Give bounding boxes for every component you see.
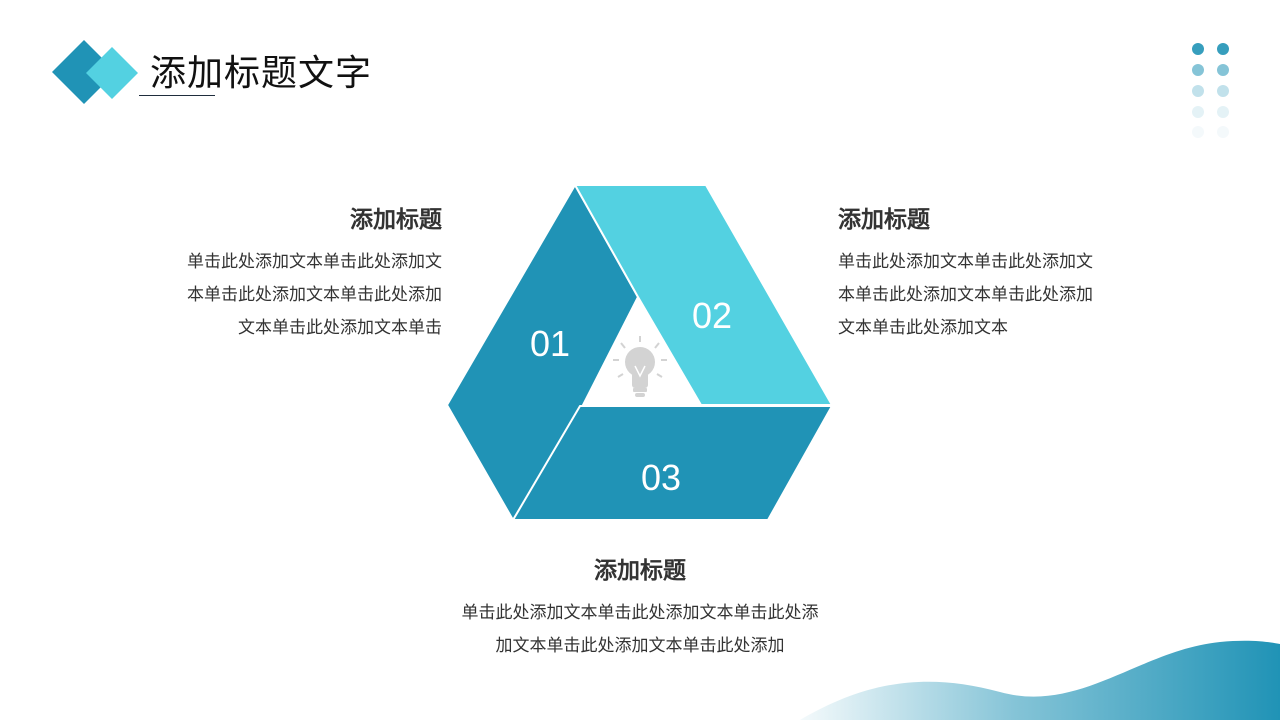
- page-title: 添加标题文字: [150, 53, 373, 94]
- left-heading: 添加标题: [350, 207, 442, 233]
- dot-grid-decoration-icon: [1192, 43, 1229, 138]
- segment-03-number: 03: [641, 457, 681, 498]
- bottom-line-1: 单击此处添加文本单击此处添加文本单击此处添: [461, 603, 819, 623]
- lightbulb-icon: [613, 336, 667, 397]
- bottom-body: 单击此处添加文本单击此处添加文本单击此处添 加文本单击此处添加文本单击此处添加: [430, 597, 850, 663]
- bottom-heading: 添加标题: [594, 558, 686, 584]
- wave-decoration: [800, 640, 1280, 720]
- right-line-1: 单击此处添加文本单击此处添加文: [838, 252, 1093, 272]
- segment-01-number: 01: [530, 323, 570, 364]
- left-line-3: 文本单击此处添加文本单击: [238, 318, 442, 338]
- right-heading: 添加标题: [838, 207, 930, 233]
- segment-02-number: 02: [692, 295, 732, 336]
- right-body: 单击此处添加文本单击此处添加文 本单击此处添加文本单击此处添加 文本单击此处添加…: [838, 246, 1138, 345]
- left-line-2: 本单击此处添加文本单击此处添加: [187, 285, 442, 305]
- bottom-line-2: 加文本单击此处添加文本单击此处添加: [495, 636, 785, 656]
- left-line-1: 单击此处添加文本单击此处添加文: [187, 252, 442, 272]
- left-body: 单击此处添加文本单击此处添加文 本单击此处添加文本单击此处添加 文本单击此处添加…: [150, 246, 442, 345]
- cycle-triangle-diagram: 01 02 03: [446, 184, 833, 521]
- logo-diamonds-icon: [52, 40, 138, 104]
- right-line-2: 本单击此处添加文本单击此处添加: [838, 285, 1093, 305]
- segment-03: [512, 405, 833, 521]
- text-block-bottom: 添加标题 单击此处添加文本单击此处添加文本单击此处添 加文本单击此处添加文本单击…: [430, 551, 850, 663]
- right-line-3: 文本单击此处添加文本: [838, 318, 1008, 338]
- title-underline: [139, 95, 215, 96]
- text-block-left: 添加标题 单击此处添加文本单击此处添加文 本单击此处添加文本单击此处添加 文本单…: [150, 200, 442, 345]
- text-block-right: 添加标题 单击此处添加文本单击此处添加文 本单击此处添加文本单击此处添加 文本单…: [838, 200, 1138, 345]
